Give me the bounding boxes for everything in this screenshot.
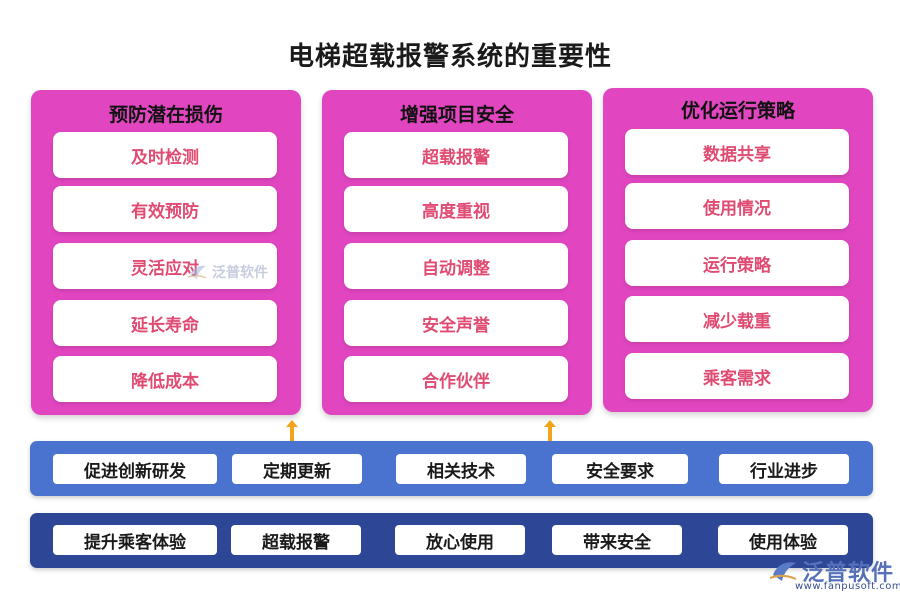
- brand-url: www.fanpusoft.com: [795, 581, 900, 592]
- panel-heading: 预防潜在损伤: [108, 104, 223, 126]
- panel-item: 自动调整: [344, 243, 568, 289]
- panel-heading: 优化运行策略: [680, 100, 795, 122]
- band-item: 促进创新研发: [53, 454, 217, 484]
- panel-item: 及时检测: [53, 132, 277, 178]
- fanpu-logo-icon: [770, 562, 797, 581]
- watermark-brand: 泛普软件: [212, 265, 268, 281]
- band-item: 行业进步: [719, 454, 849, 484]
- panel-prevent-damage: 预防潜在损伤 及时检测 有效预防 灵活应对 延长寿命 降低成本: [31, 90, 301, 415]
- brand-name: 泛普软件: [802, 561, 895, 586]
- panel-item: 有效预防: [53, 186, 277, 232]
- panel-item: 运行策略: [625, 240, 849, 286]
- fanpu-logo-icon: [188, 265, 207, 279]
- band-item: 超载报警: [231, 525, 361, 555]
- panel-project-safety: 增强项目安全 超载报警 高度重视 自动调整 安全声誉 合作伙伴: [322, 90, 592, 415]
- panel-item: 延长寿命: [53, 300, 277, 346]
- band-passenger-experience: 提升乘客体验 超载报警 放心使用 带来安全 使用体验: [30, 513, 873, 568]
- panel-item: 高度重视: [344, 186, 568, 232]
- brand-logo: 泛普软件: [770, 555, 894, 587]
- band-innovation: 促进创新研发 定期更新 相关技术 安全要求 行业进步: [30, 441, 873, 496]
- panel-item: 安全声誉: [344, 300, 568, 346]
- band-item: 放心使用: [395, 525, 525, 555]
- band-item: 提升乘客体验: [53, 525, 217, 555]
- panel-item: 超载报警: [344, 132, 568, 178]
- panel-item: 乘客需求: [625, 353, 849, 399]
- page-title: 电梯超载报警系统的重要性: [287, 42, 612, 72]
- panel-item: 合作伙伴: [344, 356, 568, 402]
- panel-item: 数据共享: [625, 129, 849, 175]
- panel-item: 灵活应对: [53, 243, 277, 289]
- panel-item: 降低成本: [53, 356, 277, 402]
- band-item: 相关技术: [396, 454, 526, 484]
- panel-item: 减少载重: [625, 296, 849, 342]
- band-item: 安全要求: [552, 454, 688, 484]
- panel-heading: 增强项目安全: [399, 104, 514, 126]
- band-item: 定期更新: [232, 454, 362, 484]
- band-item: 带来安全: [552, 525, 682, 555]
- watermark-logo: 泛普软件: [188, 262, 268, 282]
- panel-item: 使用情况: [625, 183, 849, 229]
- panel-operation-strategy: 优化运行策略 数据共享 使用情况 运行策略 减少载重 乘客需求: [603, 88, 873, 412]
- band-item: 使用体验: [718, 525, 848, 555]
